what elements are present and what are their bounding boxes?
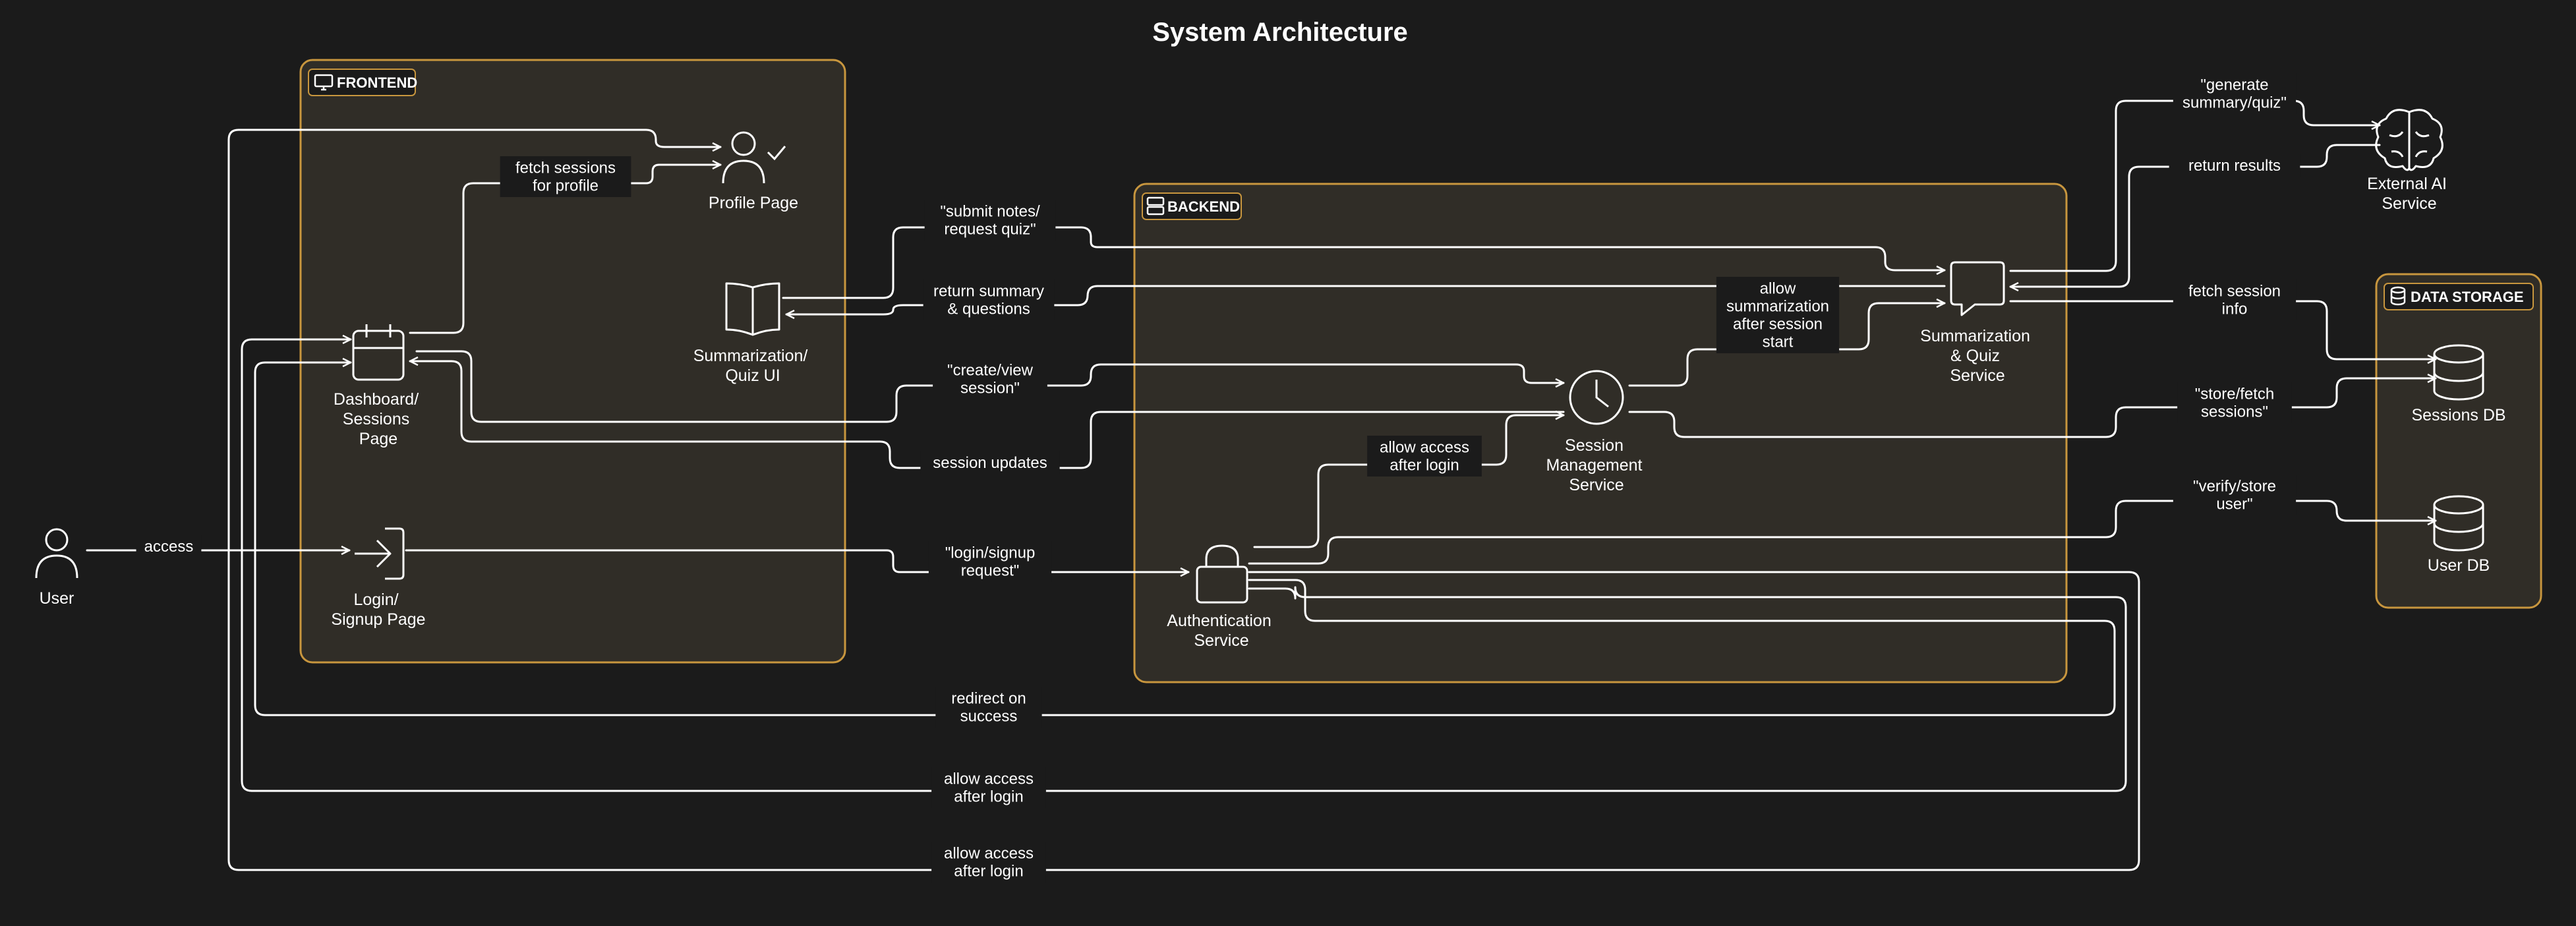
calendar-icon (352, 324, 405, 381)
lock-icon (1196, 544, 1248, 604)
sessions-db-label: Sessions DB (2411, 406, 2505, 424)
brain-icon (2375, 109, 2444, 171)
edge-fetch-session-info (2009, 300, 2437, 359)
auth-service-label: Authentication Service (1167, 612, 1275, 650)
auth-service-node[interactable]: Authentication Service (1167, 544, 1275, 650)
backend-group: BACKEND (1133, 183, 2068, 683)
data-storage-group: DATA STORAGE (2375, 273, 2542, 609)
svg-text:return summary& questions: return summary& questions (933, 283, 1044, 318)
edge-login-to-auth (405, 549, 1190, 572)
edge-submit-notes (782, 226, 1946, 299)
data-storage-label: DATA STORAGE (2411, 289, 2524, 305)
server-icon (1146, 196, 1165, 216)
user-node[interactable]: User (35, 528, 78, 608)
edge-verify-store-user (1248, 500, 2437, 565)
user-check-icon (722, 131, 786, 184)
backend-tag: BACKEND (1142, 192, 1242, 220)
message-icon (1950, 261, 2005, 316)
summarization-ui-label: Summarization/ Quiz UI (693, 347, 813, 385)
edge-label-return-results: return results (2169, 154, 2300, 177)
external-ai-node[interactable]: External AI Service (2367, 109, 2451, 213)
edge-redirect-on-success (254, 362, 2116, 716)
login-page-node[interactable]: Login/ Signup Page (331, 527, 426, 629)
profile-page-node[interactable]: Profile Page (709, 131, 798, 212)
summarization-ui-node[interactable]: Summarization/ Quiz UI (693, 282, 813, 385)
diagram-title: System Architecture (1152, 18, 1408, 47)
edge-allow-access-dashboard (241, 339, 2127, 792)
dashboard-node[interactable]: Dashboard/ Sessions Page (334, 324, 423, 448)
frontend-group: FRONTEND (299, 59, 846, 664)
session-service-label: Session Management Service (1546, 436, 1647, 494)
edge-label-session-updates: session updates (920, 451, 1060, 475)
frontend-label: FRONTEND (337, 74, 417, 91)
database-icon (2433, 495, 2484, 552)
database-icon (2390, 286, 2406, 306)
edge-return-summary (785, 285, 1946, 314)
quiz-service-label: Summarization & Quiz Service (1920, 327, 2035, 385)
svg-text:return results: return results (2188, 157, 2281, 175)
edge-label-submit-notes: "submit notes/request quiz" (924, 200, 1056, 241)
external-ai-label: External AI Service (2367, 175, 2451, 213)
book-icon (725, 282, 780, 336)
profile-page-label: Profile Page (709, 194, 798, 212)
frontend-tag: FRONTEND (308, 69, 417, 96)
data-storage-tag: DATA STORAGE (2384, 283, 2534, 310)
user-db-node[interactable]: User DB (2428, 495, 2490, 575)
user-label: User (40, 589, 74, 608)
quiz-service-node[interactable]: Summarization & Quiz Service (1920, 261, 2035, 385)
login-page-label: Login/ Signup Page (331, 591, 425, 629)
sessions-db-node[interactable]: Sessions DB (2411, 344, 2506, 424)
edge-allow-access-profile (227, 129, 2140, 871)
login-icon (355, 527, 405, 580)
clock-icon (1569, 370, 1624, 425)
monitor-icon (314, 74, 334, 91)
edge-session-updates (409, 361, 1565, 469)
dashboard-label: Dashboard/ Sessions Page (334, 390, 423, 448)
svg-text:session updates: session updates (933, 454, 1047, 472)
edge-label-return-summary: return summary& questions (923, 279, 1055, 320)
edge-label-access: access (136, 535, 202, 558)
edge-store-fetch-sessions (1628, 378, 2437, 438)
user-db-label: User DB (2428, 556, 2490, 575)
svg-text:access: access (144, 538, 194, 556)
database-icon (2433, 344, 2484, 401)
user-icon (35, 528, 78, 579)
backend-label: BACKEND (1167, 198, 1240, 215)
svg-text:"submit notes/request quiz": "submit notes/request quiz" (940, 203, 1040, 239)
session-service-node[interactable]: Session Management Service (1546, 370, 1647, 494)
